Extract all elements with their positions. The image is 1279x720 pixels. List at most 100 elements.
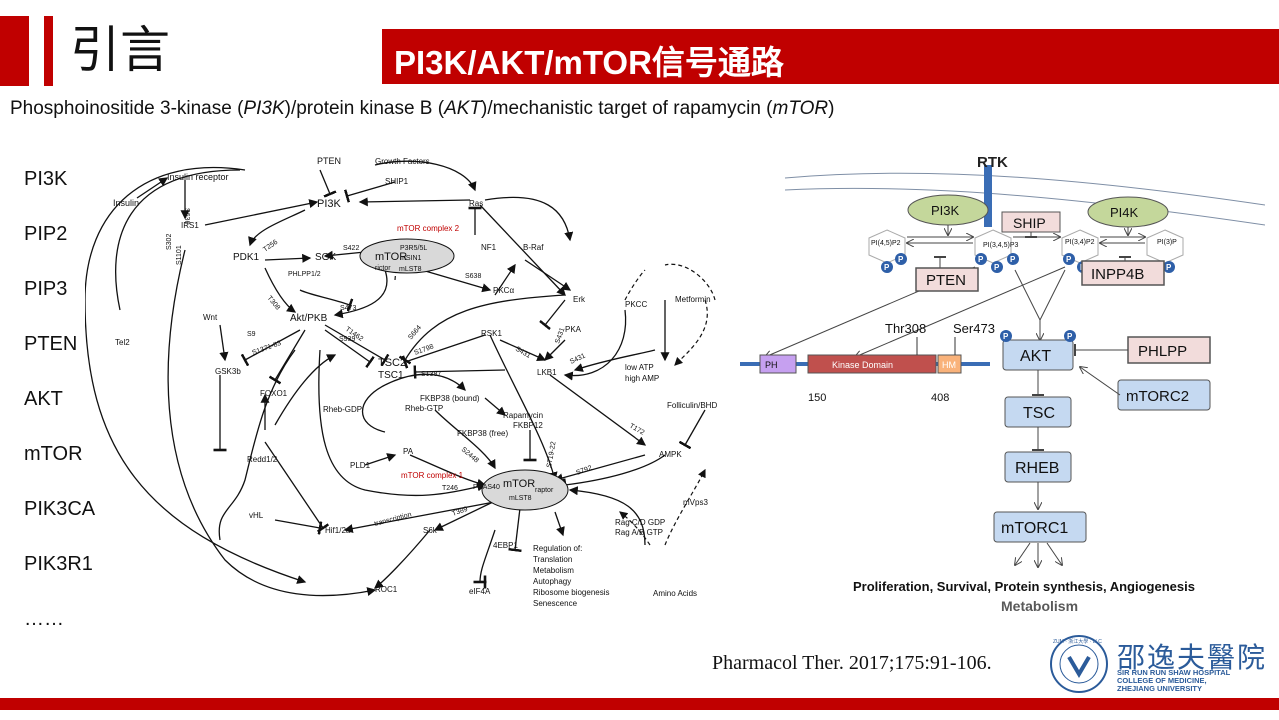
node-fkbp38-bound: FKBP38 (bound): [420, 394, 480, 403]
node-mtorc1-mlst8: mLST8: [509, 495, 532, 502]
node-folliculin: Folliculin/BHD: [667, 401, 717, 410]
node-eif4a: eIF4A: [469, 587, 491, 596]
pi3p-label: PI(3)P: [1157, 239, 1177, 246]
phosphate-label: P: [1003, 332, 1009, 341]
footer-bar: [0, 698, 1279, 710]
node-rag1: Rag C/D GDP: [615, 518, 665, 527]
node-mtorc1-core: mTOR: [503, 478, 535, 490]
site-s1798: S1798: [413, 343, 435, 357]
ph-domain-label: PH: [765, 360, 778, 370]
node-sgk: SGK: [315, 252, 336, 263]
node-ras: Ras: [469, 199, 483, 208]
hospital-name-en-line2: COLLEGE OF MEDICINE,: [1117, 676, 1207, 685]
kinase-domain-label: Kinase Domain: [832, 360, 893, 370]
gene-item: PTEN: [24, 333, 78, 355]
title-banner: PI3K/AKT/mTOR信号通路: [382, 29, 1279, 84]
node-roc1: ROC1: [375, 585, 398, 594]
site-s939: S939: [339, 336, 355, 343]
gene-item: PI3K: [24, 168, 68, 190]
node-mtorc2-rictor: rictor: [375, 265, 391, 272]
pi4k-label: PI4K: [1110, 205, 1139, 220]
citation: Pharmacol Ther. 2017;175:91-106.: [712, 652, 992, 674]
node-pkcc: PKCC: [625, 300, 647, 309]
node-wnt: Wnt: [203, 313, 218, 322]
site-s2448: S2448: [460, 446, 480, 464]
mtorc1-label: mTORC1: [1001, 520, 1068, 537]
akt-pathway-figure: RTK PI3K SHIP PI4K PI(4,5)P2 PI(3,4,5)P3…: [740, 154, 1265, 614]
node-rsk1: RSK1: [481, 329, 502, 338]
node-foxo1: FOXO1: [260, 389, 288, 398]
seal-icon: [1050, 635, 1108, 693]
node-mtorc2-core: mTOR: [375, 251, 407, 263]
phosphate-label: P: [1166, 263, 1172, 272]
hospital-name-cn: 邵逸夫醫院: [1117, 641, 1268, 674]
node-hif1: Hif1/2a: [325, 526, 351, 535]
hm-domain: [937, 354, 962, 374]
node-tsc2: TSC2: [378, 357, 406, 369]
node-irs1: IRS1: [181, 221, 199, 230]
node-rheb-gdp: Rheb-GDP: [323, 405, 362, 414]
node-tsc1: TSC1: [378, 370, 404, 381]
subtitle-part2: )/protein kinase B (: [284, 98, 445, 119]
outcome-line1: Proliferation, Survival, Protein synthes…: [853, 579, 1195, 594]
node-pld1: PLD1: [350, 461, 371, 470]
hospital-name-en-line3: ZHEJIANG UNIVERSITY: [1117, 684, 1203, 693]
subtitle-akt: AKT: [444, 98, 482, 119]
node-vhl: vHL: [249, 511, 264, 520]
mtorc2-label: mTORC2: [1126, 388, 1189, 405]
node-pa: PA: [403, 447, 414, 456]
site-s431-b: S431: [554, 327, 566, 345]
node-tel2: Tel2: [115, 338, 130, 347]
site-s719: S719-22: [546, 441, 558, 468]
phosphate-icon: [1064, 330, 1076, 342]
node-reg-title: Regulation of:: [533, 544, 582, 553]
akt-label: AKT: [1020, 348, 1051, 365]
hospital-name-en: SIR RUN RUN SHAW HOSPITAL COLLEGE OF MED…: [1117, 669, 1230, 693]
phosphate-label: P: [1010, 255, 1016, 264]
node-insulin-receptor: Insulin receptor: [167, 172, 229, 182]
gene-item: PIP3: [24, 278, 68, 300]
gene-item: ……: [24, 608, 64, 630]
accent-bar-left: [0, 16, 29, 86]
node-mtorc2-mlst8: mLST8: [399, 266, 422, 273]
site-t256: T256: [262, 239, 279, 254]
phosphate-icon: [975, 253, 987, 265]
gene-item: PIK3R1: [24, 553, 93, 575]
site-s9: S9: [247, 331, 256, 338]
site-s792: S792: [575, 465, 593, 477]
subtitle-part4: ): [828, 98, 835, 119]
phosphate-icon: [1163, 261, 1175, 273]
node-reg-2: Metabolism: [533, 566, 574, 575]
hospital-name-en-line1: SIR RUN RUN SHAW HOSPITAL: [1117, 668, 1231, 677]
site-s638: S638: [465, 273, 481, 280]
gene-item: PIK3CA: [24, 498, 96, 520]
node-erk: Erk: [573, 295, 586, 304]
node-growth-factors: Growth Factors: [375, 157, 430, 166]
node-lkb1: LKB1: [537, 368, 557, 377]
node-phlpp: PHLPP1/2: [288, 271, 321, 278]
site-s1101: S1101: [176, 245, 183, 265]
inpp4b-label: INPP4B: [1091, 266, 1144, 283]
node-rheb-gtp: Rheb-GTP: [405, 404, 443, 413]
node-amino-acids: Amino Acids: [653, 589, 697, 598]
phosphate-label: P: [994, 263, 1000, 272]
ship-label: SHIP: [1013, 215, 1046, 231]
node-gsk3b: GSK3b: [215, 367, 241, 376]
node-ampk: AMPK: [659, 450, 682, 459]
node-fkbp38-free: FKBP38 (free): [457, 429, 508, 438]
gene-item: mTOR: [24, 443, 83, 465]
site-t246: T246: [442, 485, 458, 492]
mtor-network-figure: PTEN Growth Factors Insulin receptor Ins…: [85, 156, 717, 608]
node-s6k: S6k: [423, 526, 438, 535]
phosphate-label: P: [898, 255, 904, 264]
pi3p-hexagon: [1146, 229, 1184, 264]
node-transcription: transcription: [374, 511, 413, 528]
mtorc1-node: [993, 511, 1087, 543]
node-reg-4: Ribosome biogenesis: [533, 588, 610, 597]
inpp4b-node: [1081, 260, 1165, 286]
phosphate-icon: [1063, 253, 1075, 265]
node-mtorc1-pras40: PRAS40: [473, 484, 500, 491]
site-s422: S422: [343, 245, 359, 252]
node-mtorc1-label: mTOR complex 1: [401, 471, 464, 480]
domain-pos-408: 408: [931, 392, 949, 404]
